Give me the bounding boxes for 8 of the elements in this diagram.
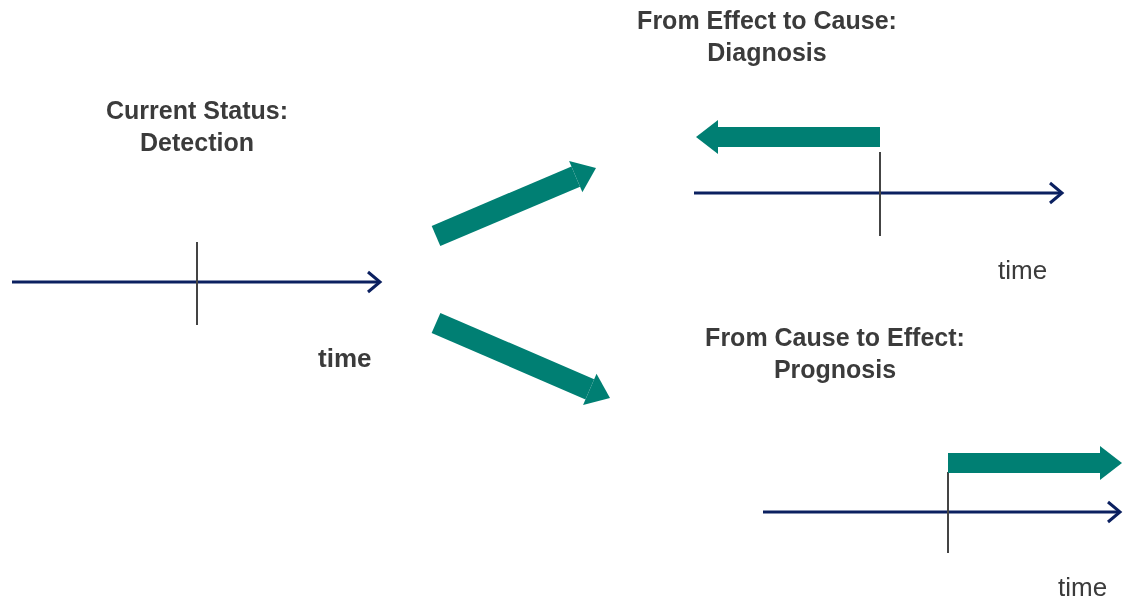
axis-label: time xyxy=(998,255,1048,286)
axis-label: time xyxy=(1058,572,1108,603)
axis-label: time xyxy=(318,343,372,374)
heading: Current Status: Detection xyxy=(105,95,289,158)
arrow xyxy=(431,160,596,247)
heading: From Effect to Cause: Diagnosis xyxy=(636,5,898,68)
arrow xyxy=(431,312,610,405)
heading: From Cause to Effect: Prognosis xyxy=(704,322,966,385)
